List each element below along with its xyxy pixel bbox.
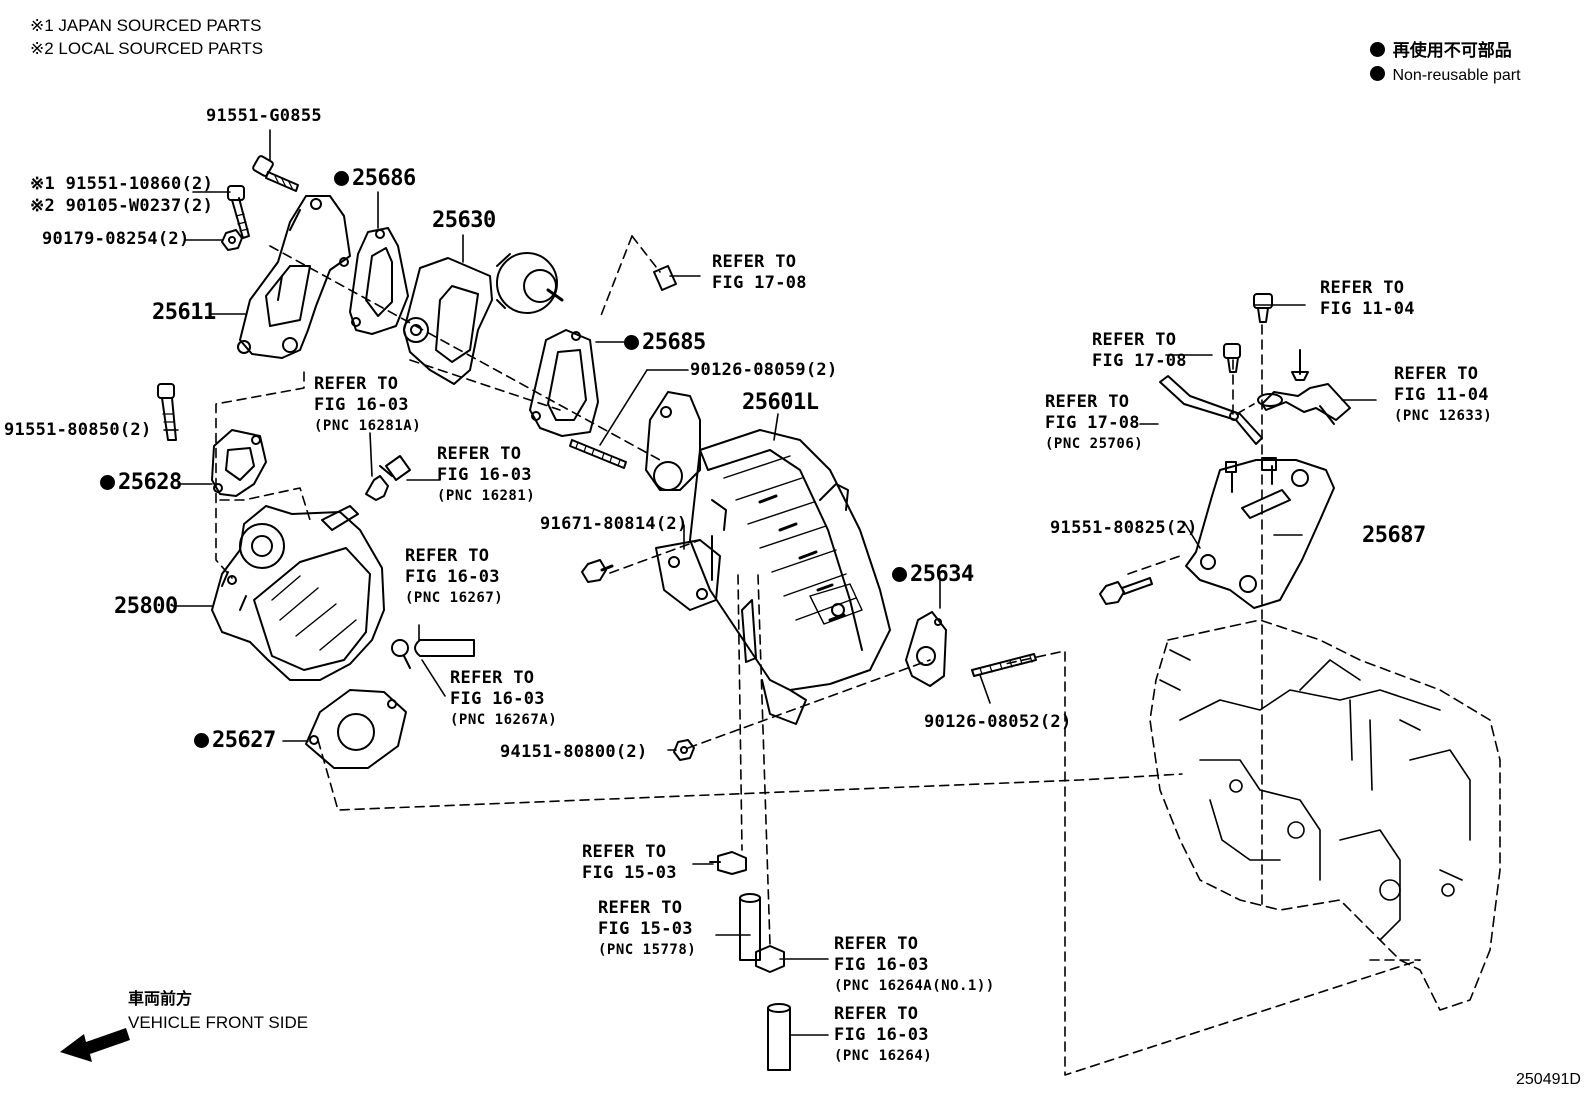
bracket-12633 <box>1257 349 1351 425</box>
non-reusable-dot-icon <box>1370 66 1385 81</box>
part-25630[interactable]: 25630 <box>432 208 496 233</box>
hose-stub-top <box>653 265 677 291</box>
stud-08052 <box>971 653 1037 677</box>
bracket-25611 <box>237 195 351 359</box>
non-reusable-dot-icon <box>624 335 639 350</box>
ref-fig-16-03-pnc-16267a[interactable]: REFER TO FIG 16-03 (PNC 16267A) <box>450 668 558 728</box>
part-90126-08052[interactable]: 90126-08052(2) <box>924 712 1072 732</box>
egr-valve-25630 <box>403 252 564 385</box>
vehicle-front-jp: 車両前方 <box>128 991 193 1008</box>
part-91671-80814[interactable]: 91671-80814(2) <box>540 514 688 534</box>
throttle-body-25800 <box>211 505 385 681</box>
part-91551-G0855[interactable]: 91551-G0855 <box>206 106 322 126</box>
part-25686[interactable]: 25686 <box>334 168 416 190</box>
engine-block <box>1149 619 1501 1011</box>
non-reusable-dot-icon <box>892 567 907 582</box>
legend-en: Non-reusable part <box>1392 67 1521 84</box>
gasket-25627 <box>305 689 407 769</box>
legend: 再使用不可部品 Non-reusable part <box>1370 42 1521 84</box>
part-94151-80800[interactable]: 94151-80800(2) <box>500 742 648 762</box>
part-25800[interactable]: 25800 <box>114 594 178 619</box>
part-91551-80825[interactable]: 91551-80825(2) <box>1050 518 1198 538</box>
non-reusable-dot-icon <box>100 475 115 490</box>
bracket-25687 <box>1185 457 1335 609</box>
ref-fig-17-08-mid[interactable]: REFER TO FIG 17-08 <box>1092 330 1187 371</box>
ref-fig-15-03[interactable]: REFER TO FIG 15-03 <box>582 842 677 883</box>
ref-fig-16-03-pnc-16267[interactable]: REFER TO FIG 16-03 (PNC 16267) <box>405 546 504 606</box>
part-25634[interactable]: 25634 <box>892 564 974 586</box>
hose-15778 <box>739 893 761 961</box>
gasket-25628 <box>211 429 267 497</box>
non-reusable-dot-icon <box>1370 42 1385 57</box>
legend-jp: 再使用不可部品 <box>1392 41 1512 60</box>
part-91551-10860[interactable]: ※1 91551-10860(2) <box>30 174 214 194</box>
egr-cooler-25601L <box>645 391 891 725</box>
part-90126-08059[interactable]: 90126-08059(2) <box>690 360 838 380</box>
part-25611[interactable]: 25611 <box>152 300 216 325</box>
bolt-80814 <box>581 559 614 583</box>
part-25685[interactable]: 25685 <box>624 332 706 354</box>
ref-fig-15-03-pnc-15778[interactable]: REFER TO FIG 15-03 (PNC 15778) <box>598 898 697 958</box>
gasket-25634 <box>905 611 947 687</box>
clamp-16264A <box>747 945 785 973</box>
gasket-25685 <box>529 329 599 437</box>
nut-08254 <box>221 229 243 251</box>
nut-80800 <box>673 739 695 761</box>
note-japan-sourced: ※1 JAPAN SOURCED PARTS <box>30 16 262 35</box>
hose-16281 <box>379 455 411 481</box>
hose-16267 <box>414 639 475 657</box>
bolt-10860 <box>227 185 250 239</box>
ref-fig-11-04-top[interactable]: REFER TO FIG 11-04 <box>1320 278 1415 319</box>
ref-fig-16-03-pnc-16264a[interactable]: REFER TO FIG 16-03 (PNC 16264A(NO.1)) <box>834 934 995 994</box>
assembly-lines <box>215 235 1421 1076</box>
part-25601L[interactable]: 25601L <box>742 390 819 415</box>
part-25628[interactable]: 25628 <box>100 472 182 494</box>
vehicle-front-en: VEHICLE FRONT SIDE <box>128 1013 309 1032</box>
bolt-fig11-04 <box>1253 293 1273 323</box>
ref-fig-16-03-pnc-16281a[interactable]: REFER TO FIG 16-03 (PNC 16281A) <box>314 374 422 434</box>
part-25687[interactable]: 25687 <box>1362 523 1426 548</box>
ref-fig-16-03-pnc-16264[interactable]: REFER TO FIG 16-03 (PNC 16264) <box>834 1004 933 1064</box>
leader-lines <box>163 129 1377 1036</box>
non-reusable-dot-icon <box>194 733 209 748</box>
part-25627[interactable]: 25627 <box>194 730 276 752</box>
stud-08059 <box>569 439 627 469</box>
non-reusable-dot-icon <box>334 171 349 186</box>
part-90105-W0237[interactable]: ※2 90105-W0237(2) <box>30 196 214 216</box>
front-arrow-icon <box>60 1028 130 1062</box>
hose-16281A <box>365 475 389 501</box>
ref-fig-17-08-pnc-25706[interactable]: REFER TO FIG 17-08 (PNC 25706) <box>1045 392 1144 452</box>
note-local-sourced: ※2 LOCAL SOURCED PARTS <box>30 39 264 58</box>
bolt-fig17-08 <box>1223 343 1241 373</box>
ref-fig-11-04-pnc-12633[interactable]: REFER TO FIG 11-04 (PNC 12633) <box>1394 364 1493 424</box>
clamp-16267A <box>391 639 411 669</box>
ref-fig-16-03-pnc-16281[interactable]: REFER TO FIG 16-03 (PNC 16281) <box>437 444 536 504</box>
part-90179-08254[interactable]: 90179-08254(2) <box>42 229 190 249</box>
part-91551-80850[interactable]: 91551-80850(2) <box>4 420 152 440</box>
bolt-80825 <box>1099 577 1153 605</box>
bolt-80850 <box>157 383 177 441</box>
gasket-25686 <box>349 227 409 335</box>
hose-16264 <box>767 1003 791 1071</box>
bracket-25706 <box>1159 375 1263 445</box>
diagram-code: 250491D <box>1516 1071 1581 1088</box>
clamp-fig15-03 <box>709 851 747 875</box>
bolt-g0855 <box>252 155 299 192</box>
ref-fig-17-08-top[interactable]: REFER TO FIG 17-08 <box>712 252 807 293</box>
